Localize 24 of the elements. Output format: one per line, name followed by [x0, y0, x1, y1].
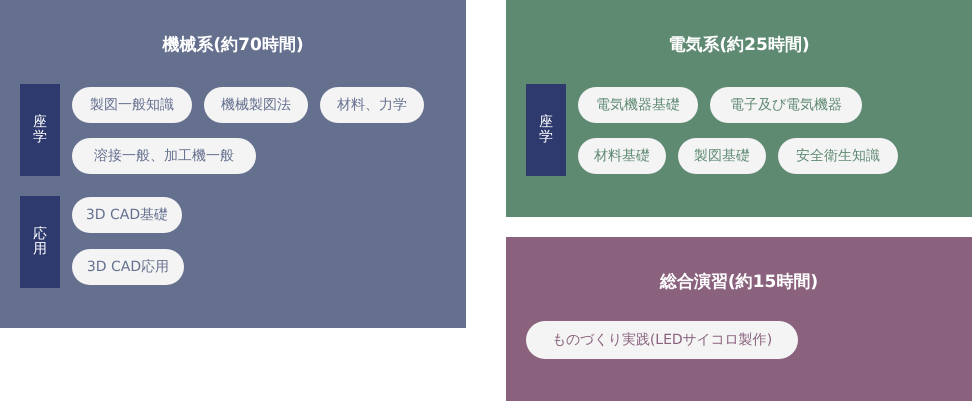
topic-pill: 3D CAD応用 — [72, 249, 184, 285]
topic-pill: 溶接一般、加工機一般 — [72, 138, 256, 174]
topic-pill: 材料基礎 — [578, 138, 666, 174]
category-panel — [0, 0, 466, 328]
topic-pill: 製図一般知識 — [72, 87, 192, 123]
tab-label: 座学 — [539, 114, 553, 146]
topic-pill: 安全衛生知識 — [778, 138, 898, 174]
panel-heading: 総合演習(約15時間) — [658, 271, 820, 294]
category-panel — [506, 237, 972, 401]
topic-pill: 製図基礎 — [678, 138, 766, 174]
tab-label: 座学 — [33, 114, 47, 146]
category-panel — [506, 0, 972, 217]
topic-pill: 電気機器基礎 — [578, 87, 698, 123]
category-tab — [20, 84, 60, 176]
topic-pill: 材料、力学 — [320, 87, 424, 123]
category-tab — [526, 84, 566, 176]
topic-pill: 電子及び電気機器 — [710, 87, 862, 123]
panel-heading: 電気系(約25時間) — [667, 34, 811, 57]
topic-pill: 機械製図法 — [204, 87, 308, 123]
category-tab — [20, 196, 60, 288]
panel-heading: 機械系(約70時間) — [161, 34, 305, 57]
tab-label: 応用 — [33, 226, 47, 258]
topic-pill: 3D CAD基礎 — [72, 197, 182, 233]
topic-pill: ものづくり実践(LEDサイコロ製作) — [526, 321, 798, 359]
